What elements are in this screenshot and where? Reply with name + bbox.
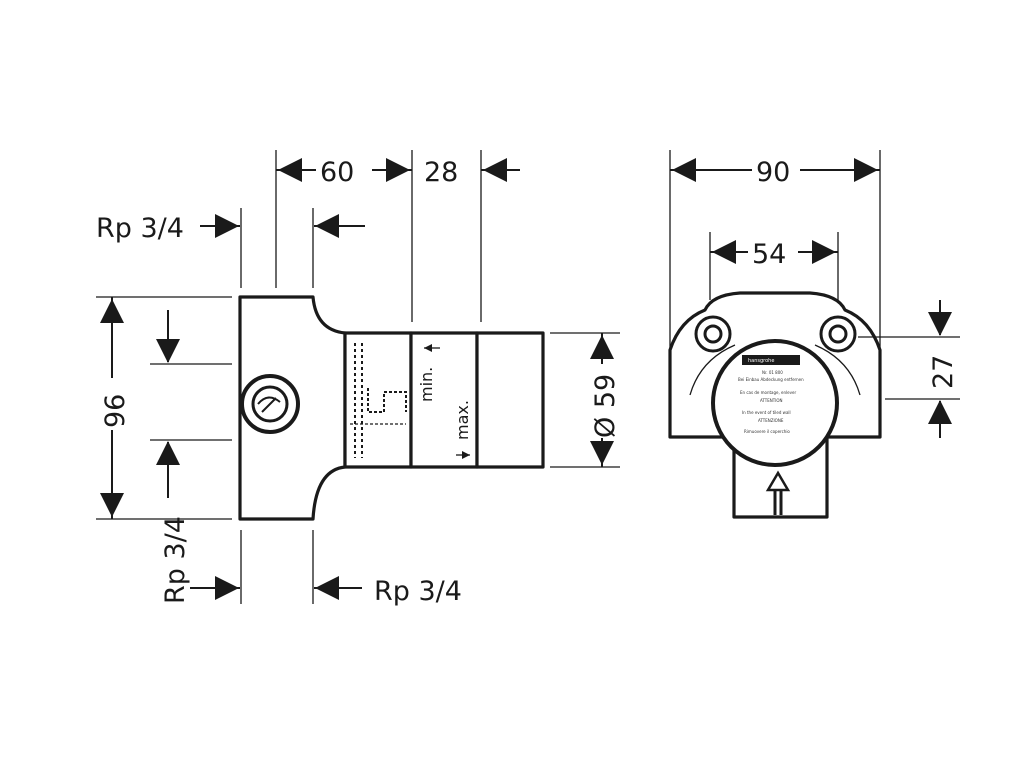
dimension-90: 90 <box>670 150 880 188</box>
sleeve-segment-2 <box>409 331 479 469</box>
thread-top-text: Rp 3/4 <box>96 213 184 244</box>
thread-bottom-right: Rp 3/4 <box>190 530 462 607</box>
plate-line-4: ATTENTION <box>760 398 783 403</box>
thread-bottom-left-text: Rp 3/4 <box>160 516 191 604</box>
brand-label-text: hansgrohe <box>748 358 774 364</box>
min-marker: min. <box>417 344 440 402</box>
flow-arrow <box>765 470 791 515</box>
thread-bottom-left: Rp 3/4 <box>160 516 191 604</box>
mount-hole-left-inner <box>703 324 723 344</box>
dimension-diameter: Ø 59 <box>550 332 621 468</box>
dim-27-text: 27 <box>928 355 959 389</box>
plate-line-6: ATTENZIONE <box>758 418 784 423</box>
sleeve-segment-3 <box>475 331 545 469</box>
max-marker: max. <box>453 400 472 459</box>
dimension-54: 54 <box>710 232 838 270</box>
dimension-27: 27 <box>858 300 960 438</box>
label-max: max. <box>453 400 472 440</box>
dimension-96: 96 <box>96 296 232 520</box>
plate-line-5: In the event of tiled wall <box>742 410 791 415</box>
mount-hole-right-inner <box>828 324 848 344</box>
dim-diameter-text: Ø 59 <box>590 374 621 438</box>
cover-plate <box>711 339 839 467</box>
dim-60-text: 60 <box>320 157 354 188</box>
thread-bottom-right-text: Rp 3/4 <box>374 576 462 607</box>
label-min: min. <box>417 367 436 402</box>
side-view: min. max. 60 28 <box>96 150 621 607</box>
thread-top: Rp 3/4 <box>96 208 365 288</box>
front-view: hansgrohe Nr. 01 800 Bei Einbau Abdeckun… <box>668 150 960 519</box>
dimension-28: 28 <box>424 157 520 188</box>
plate-line-7: Rimuovere il coperchio <box>744 429 790 434</box>
plate-line-3: En cas de montage, enlever <box>740 390 796 395</box>
inlet-port-inner <box>251 385 289 423</box>
internal-passage-detail <box>350 343 407 458</box>
plate-line-2: Bei Einbau Abdeckung entfernen <box>738 377 804 382</box>
brand-label <box>742 355 800 365</box>
dim-96-text: 96 <box>100 394 131 428</box>
dim-28-text: 28 <box>424 157 458 188</box>
dim-54-text: 54 <box>752 239 786 270</box>
thread-left-markers <box>150 310 232 498</box>
dimension-60: 60 <box>276 150 412 188</box>
dim-90-text: 90 <box>756 157 790 188</box>
plate-line-1: Nr. 01 800 <box>762 370 783 375</box>
